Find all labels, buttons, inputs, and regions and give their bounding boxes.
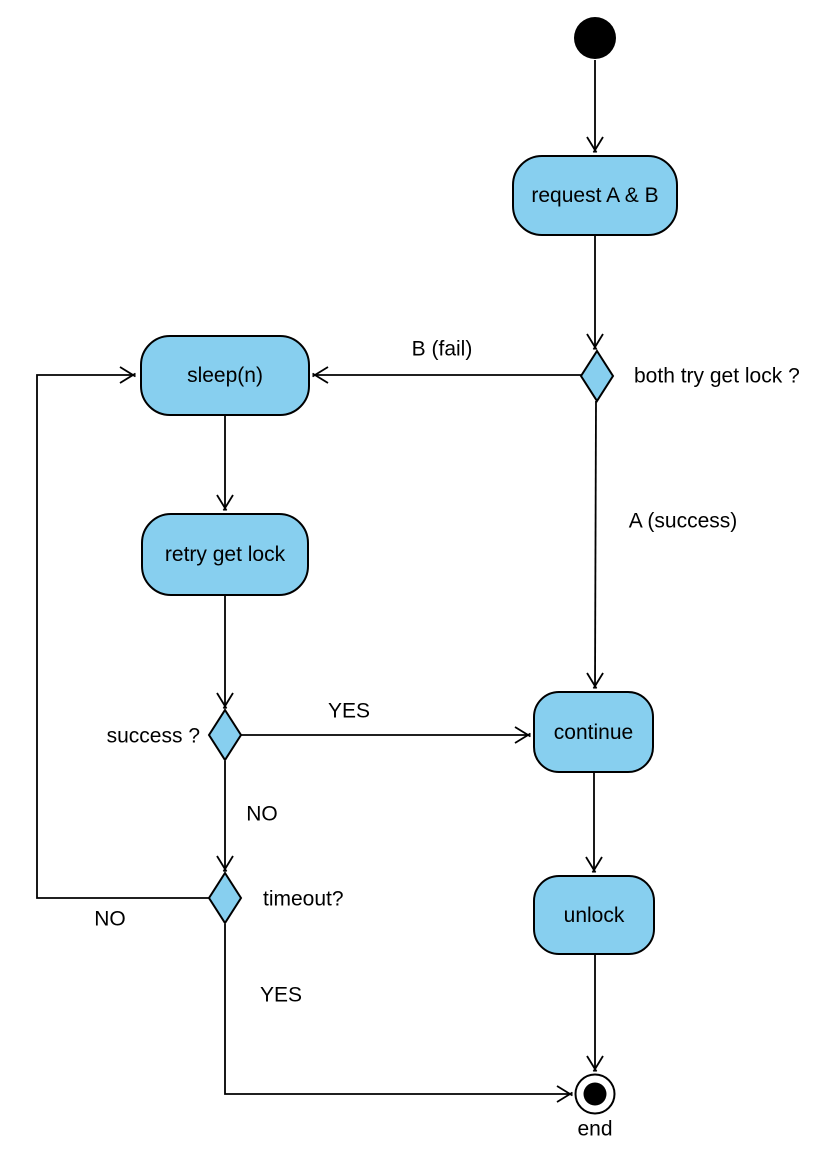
node-sleep: sleep(n) — [140, 335, 310, 416]
edge-decision-a-success-to-continue — [586, 400, 604, 689]
edge-label-b-fail: B (fail) — [411, 337, 473, 361]
initial-node — [574, 17, 616, 59]
node-unlock-label: unlock — [563, 903, 625, 927]
node-request-a-and-b: request A & B — [512, 155, 678, 236]
edge-timeout-no-loop-to-sleep — [36, 366, 209, 899]
decision-success-label: success ? — [106, 724, 200, 748]
node-unlock: unlock — [533, 875, 655, 955]
edge-label-success-yes: YES — [327, 699, 371, 723]
node-sleep-label: sleep(n) — [187, 364, 263, 387]
decision-success — [207, 708, 243, 762]
decision-both-try-get-lock-label: both try get lock ? — [634, 364, 800, 388]
decision-timeout — [207, 871, 243, 925]
edge-label-timeout-yes: YES — [259, 983, 303, 1007]
decision-timeout-label: timeout? — [263, 887, 344, 911]
decision-both-try-get-lock — [579, 349, 615, 403]
node-retry-label: retry get lock — [164, 543, 286, 566]
final-node-core — [583, 1082, 607, 1106]
node-continue: continue — [533, 691, 654, 773]
node-retry-get-lock: retry get lock — [141, 513, 309, 596]
edge-timeout-yes-to-end — [224, 924, 573, 1103]
node-request-label: request A & B — [531, 184, 659, 207]
node-continue-label: continue — [553, 720, 634, 744]
edge-label-a-success: A (success) — [628, 509, 738, 533]
final-node-label: end — [577, 1117, 613, 1141]
edge-label-timeout-no: NO — [94, 907, 126, 931]
edge-label-success-no: NO — [246, 802, 278, 826]
